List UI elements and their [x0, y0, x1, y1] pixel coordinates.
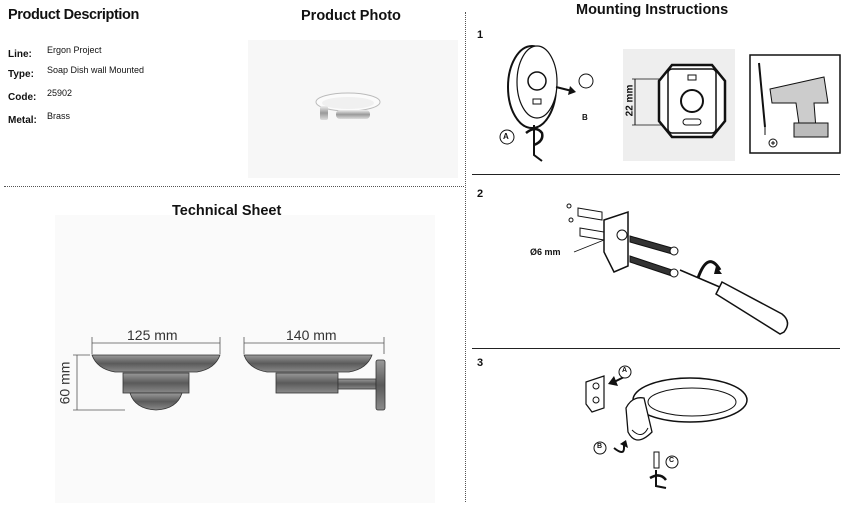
column-divider — [465, 12, 466, 502]
step-1-label-a: A — [503, 132, 509, 141]
width-front-dimension: 125 mm — [127, 327, 178, 343]
product-photo — [248, 40, 458, 178]
step-2-drill-size: Ø6 mm — [530, 247, 561, 257]
step-divider — [472, 174, 840, 175]
step-2-illustration: Ø6 mm — [490, 190, 850, 345]
step-1-illustration: B A 22 mm — [490, 37, 850, 167]
spec-value: Ergon Project — [47, 45, 102, 55]
height-dimension: 60 mm — [56, 361, 73, 405]
spec-label: Type: — [8, 69, 34, 80]
step-1-number: 1 — [477, 29, 484, 41]
step-divider — [472, 348, 840, 349]
spec-row-code: Code: 25902 — [8, 87, 72, 105]
mounting-instructions-title: Mounting Instructions — [576, 2, 729, 18]
step-3-illustration: A B C — [580, 362, 760, 497]
step-2-diagram — [566, 203, 789, 335]
spec-row-line: Line: Ergon Project — [8, 44, 102, 62]
spec-label: Code: — [8, 92, 37, 103]
spec-label: Line: — [8, 49, 32, 60]
width-side-dimension: 140 mm — [286, 327, 337, 343]
spec-value: Brass — [47, 111, 71, 121]
step-1-diagram — [499, 45, 841, 162]
step-3-label-a: A — [622, 367, 628, 374]
spec-label: Metal: — [8, 115, 37, 126]
step-3-label-c: C — [669, 457, 675, 464]
soap-dish-photo — [315, 92, 381, 120]
section-divider — [4, 186, 464, 187]
step-1-label-b: B — [582, 113, 588, 122]
technical-diagram — [73, 337, 386, 411]
product-photo-title: Product Photo — [301, 8, 401, 24]
product-description-title: Product Description — [8, 7, 139, 23]
step-2-number: 2 — [477, 188, 484, 200]
spec-value: 25902 — [47, 88, 73, 98]
step-3-label-b: B — [597, 443, 603, 450]
spec-value: Soap Dish wall Mounted — [47, 65, 145, 75]
step-3-diagram — [585, 365, 748, 489]
spec-row-type: Type: Soap Dish wall Mounted — [8, 64, 144, 82]
spec-row-metal: Metal: Brass — [8, 110, 70, 128]
step-1-dimension: 22 mm — [624, 84, 636, 117]
technical-drawing: 125 mm 140 mm 60 mm — [55, 215, 435, 503]
step-3-number: 3 — [477, 357, 484, 369]
